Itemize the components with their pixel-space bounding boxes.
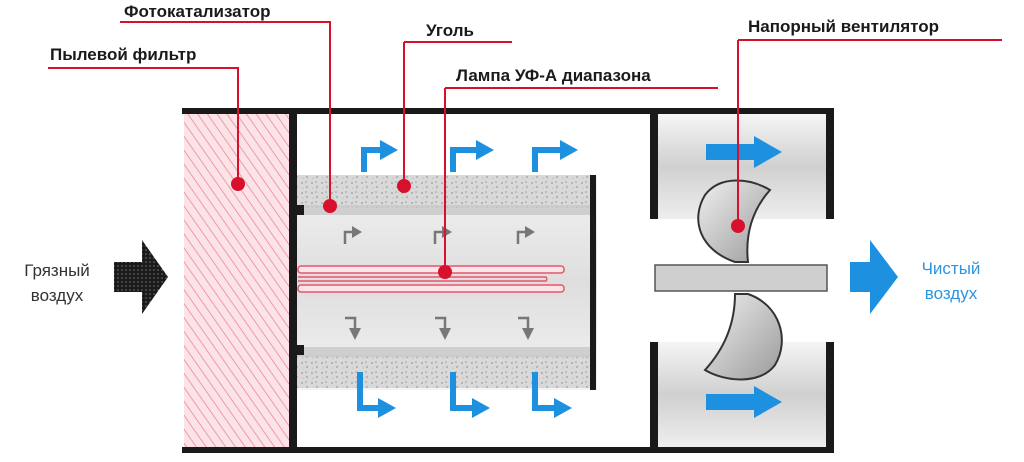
flow-arrow-top-3 [532,140,578,172]
label-fan: Напорный вентилятор [748,17,939,36]
inlet-label-line1: Грязный [24,261,90,280]
flow-arrow-bottom-2 [450,372,490,418]
photocatalyst-layer-bottom [297,347,594,357]
flow-arrow-fan-bottom [706,386,782,418]
flow-arrow-top-1 [361,140,398,172]
callout-dot-carbon [397,179,411,193]
chamber-flow-arrows [357,140,578,418]
flow-arrow-fan-top [706,136,782,168]
callout-line-photocatalyst [120,21,331,206]
housing [182,108,834,453]
uv-lamp [297,265,565,293]
inlet-label-line2: воздух [31,286,84,305]
label-carbon: Уголь [426,21,474,40]
flow-arrow-bottom-1 [357,372,396,418]
label-dust-filter: Пылевой фильтр [50,45,196,64]
callout-dot-uv-lamp [438,265,452,279]
callouts [48,21,1002,272]
fan-section [650,114,834,447]
flow-arrow-top-2 [450,140,494,172]
callout-dot-fan [731,219,745,233]
dirty-air-arrow [114,240,168,314]
fan-shaft [654,264,828,292]
fan-blade-bottom [703,293,783,381]
label-photocatalyst: Фотокатализатор [124,2,271,21]
label-uv-lamp: Лампа УФ-А диапазона [456,66,651,85]
callout-line-dust-filter [48,67,239,184]
clean-air-arrow [850,240,898,314]
callout-dots [231,177,745,279]
callout-dot-dust-filter [231,177,245,191]
carbon-layer-bottom [297,355,594,388]
outlet-label-line1: Чистый [922,259,981,278]
outlet-label-line2: воздух [925,284,978,303]
flow-arrow-bottom-3 [532,372,572,418]
callout-dot-photocatalyst [323,199,337,213]
dust-filter [184,114,297,447]
